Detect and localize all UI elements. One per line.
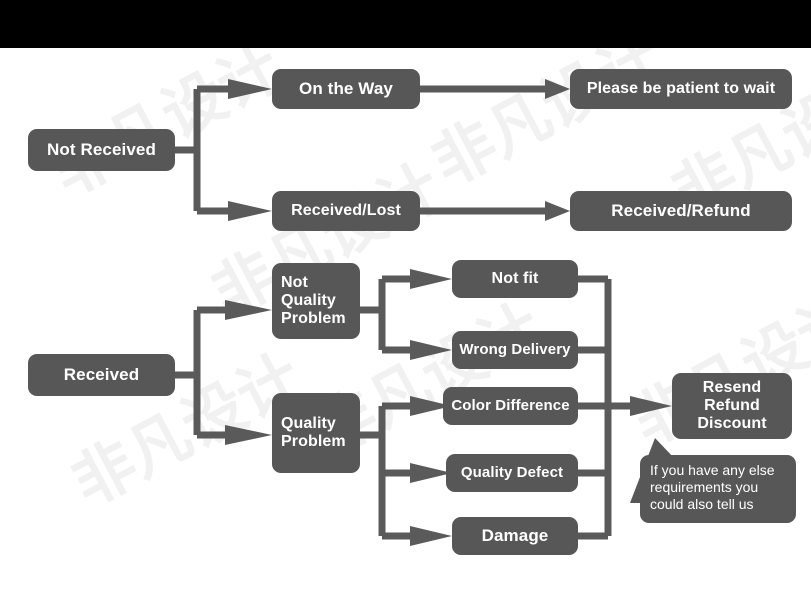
node-color-difference[interactable]: Color Difference [443, 387, 578, 425]
node-quality-defect[interactable]: Quality Defect [446, 454, 578, 492]
node-label: Color Difference [451, 396, 570, 414]
node-label-line-1: Not [281, 274, 308, 292]
node-label: Not fit [491, 270, 539, 288]
node-not-quality-problem[interactable]: Not Quality Problem [272, 263, 360, 339]
node-label: Quality Defect [460, 463, 564, 481]
node-label: Wrong Delivery [459, 340, 571, 358]
node-label-line-3: Discount [697, 414, 767, 432]
header-bar [0, 0, 811, 48]
node-label: Not Received [47, 140, 156, 160]
node-received[interactable]: Received [28, 354, 175, 396]
connector-layer [175, 79, 717, 546]
node-received-refund[interactable]: Received/Refund [570, 191, 792, 231]
note-line-2: requirements you [650, 479, 759, 496]
node-label-line-2: Problem [281, 433, 346, 450]
node-label-line-1: Quality [281, 415, 336, 433]
note-callout[interactable]: If you have any else requirements you co… [640, 455, 796, 523]
note-line-1: If you have any else [650, 462, 775, 478]
node-wrong-delivery[interactable]: Wrong Delivery [452, 331, 578, 369]
node-damage[interactable]: Damage [452, 517, 578, 555]
node-label-line-2: Quality [281, 292, 336, 310]
node-label: Received/Lost [291, 202, 401, 220]
arrowheads-top [228, 79, 570, 221]
node-label-line-2: Refund [704, 397, 760, 415]
node-resend-refund-discount[interactable]: Resend Refund Discount [672, 373, 792, 439]
node-label: Please be patient to wait [586, 80, 776, 98]
node-not-received[interactable]: Not Received [28, 129, 175, 171]
node-not-fit[interactable]: Not fit [452, 260, 578, 298]
node-label: Damage [481, 526, 549, 546]
arrowheads-bottom [225, 269, 672, 546]
node-label-line-3: Problem [281, 309, 346, 327]
node-on-the-way[interactable]: On the Way [272, 69, 420, 109]
node-label-line-1: Resend [702, 379, 762, 397]
node-received-lost[interactable]: Received/Lost [272, 191, 420, 231]
node-label: Received/Refund [611, 201, 751, 221]
flowchart: Not Received On the Way Please be patien… [0, 48, 811, 605]
node-please-be-patient-to-wait[interactable]: Please be patient to wait [570, 69, 792, 109]
note-line-3: could also tell us [650, 496, 754, 513]
node-label: Received [63, 365, 140, 385]
node-quality-problem[interactable]: Quality Problem [272, 393, 360, 473]
node-label: On the Way [299, 79, 393, 99]
